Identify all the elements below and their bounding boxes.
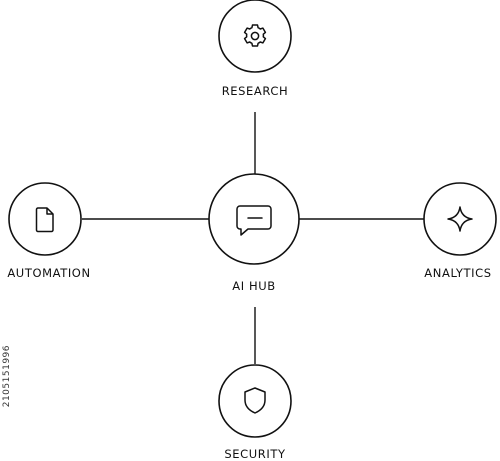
chat-bubble-icon: [236, 205, 272, 236]
side-code: 2105151996: [2, 345, 12, 408]
node-security: [218, 364, 292, 438]
hub-node: [208, 173, 300, 265]
sparkle-icon: [447, 206, 473, 232]
node-analytics: [423, 182, 497, 256]
node-research: [218, 0, 292, 73]
research-label: RESEARCH: [221, 84, 289, 98]
shield-icon: [244, 387, 266, 414]
document-icon: [35, 207, 54, 233]
analytics-label: ANALYTICS: [424, 266, 492, 280]
security-label: SECURITY: [224, 447, 286, 461]
gear-icon: [243, 24, 267, 47]
node-automation: [8, 182, 82, 256]
hub-label: AI HUB: [232, 279, 276, 293]
automation-label: AUTOMATION: [7, 266, 91, 280]
